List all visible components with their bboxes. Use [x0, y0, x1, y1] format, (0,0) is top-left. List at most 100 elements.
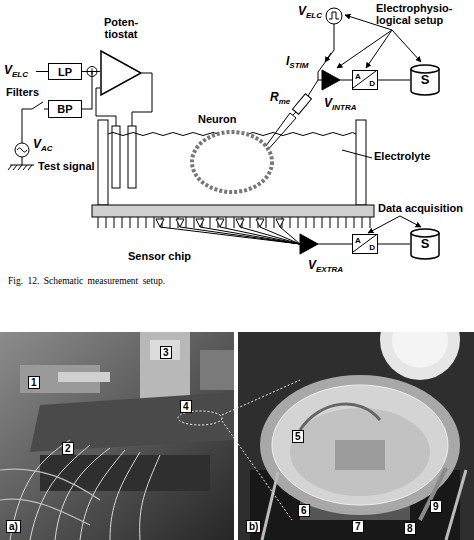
storage-rim [411, 69, 439, 73]
bath-and-electrodes [128, 126, 136, 188]
photo-panel-b [290, 408, 430, 496]
signal-wire [82, 71, 100, 72]
sensor-chip [196, 219, 204, 227]
sensor-chip [176, 219, 184, 227]
intracellular-setup [293, 112, 296, 115]
signal-name: ISTIM [286, 54, 308, 73]
callout-number: 2 [62, 442, 74, 455]
photo-panel-a [0, 469, 100, 525]
signal-wiring [89, 69, 95, 75]
node-label: BP [57, 103, 72, 115]
component-label: Data acquisition [378, 202, 463, 214]
photo-panel-a [200, 350, 234, 390]
sensor-chip [236, 219, 244, 227]
sensor-chip [160, 227, 300, 244]
intracellular-setup [318, 24, 334, 80]
photo-panel-b [420, 468, 446, 520]
bath-and-electrodes [356, 120, 366, 205]
signal-wiring [32, 102, 43, 109]
sensor-chip [368, 216, 400, 233]
callout-number: 7 [352, 520, 364, 533]
signal-wiring [87, 67, 97, 77]
sensor-chip [400, 216, 421, 227]
intracellular-setup [337, 30, 392, 68]
signal-name: VELC [298, 4, 322, 23]
component-label: Filters [6, 86, 39, 98]
photo-panel-a [58, 372, 110, 382]
intracellular-setup [340, 80, 352, 81]
sensor-chip [300, 234, 318, 254]
component-label: Rme [270, 90, 290, 109]
component-label: Electrophysio- logical setup [376, 2, 472, 26]
filter-box: BP [48, 100, 82, 118]
signal-wiring [8, 165, 32, 170]
sensor-chip [92, 205, 421, 254]
panel-label: a) [6, 520, 21, 533]
converter-mark: D [369, 243, 375, 252]
signal-wire [82, 72, 100, 110]
photo-panel-a [140, 332, 190, 400]
node-label: Poten- tiostat [94, 16, 148, 40]
signal-wiring [22, 157, 23, 165]
callout-number: 4 [180, 400, 192, 413]
intracellular-setup [318, 80, 322, 81]
zoom-line [222, 380, 300, 520]
intracellular-setup [326, 8, 342, 24]
panel-label: b) [246, 520, 261, 533]
signal-name: VAC [33, 137, 53, 156]
signal-wiring [132, 73, 152, 126]
callout-number: 6 [298, 504, 310, 517]
node-label: Neuron [198, 113, 237, 125]
neuron-cell: Neuron [190, 130, 274, 194]
intracellular-setup [263, 8, 421, 152]
photo-panel-b [335, 440, 385, 470]
node-label: S [421, 74, 430, 86]
bath-and-electrodes [98, 120, 108, 205]
bath-and-electrodes [98, 120, 372, 205]
photo-panel-a [178, 411, 222, 425]
signal-wiring [17, 148, 27, 152]
sensor-chip [156, 219, 164, 227]
photo-panel-a [150, 340, 180, 360]
callout-number: 1 [28, 376, 40, 389]
photo-panel-b [238, 332, 474, 540]
intracellular-setup [392, 30, 421, 62]
photo-panel-a [0, 332, 234, 540]
signal-wiring [22, 109, 32, 143]
converter-diagonal [353, 235, 376, 252]
sensor-chip [94, 217, 372, 228]
sensor-chip [156, 219, 284, 227]
signal-name: VEXTRA [308, 258, 343, 277]
signal-wire [378, 244, 410, 245]
node-label: S [421, 238, 430, 250]
signal-name: VINTRA [324, 96, 356, 115]
sensor-chip [276, 219, 284, 227]
bath-and-electrodes [342, 150, 372, 158]
photo-panel-b [392, 332, 448, 368]
intracellular-setup [308, 80, 318, 96]
ad-converter: AD [352, 234, 378, 254]
converter-diagonal [353, 71, 376, 88]
potentiostat-amplifier: Poten- tiostat [100, 50, 142, 96]
storage-rim [411, 233, 439, 237]
storage-cylinder: S [410, 64, 440, 96]
storage-body [411, 229, 439, 259]
converter-mark: A [355, 236, 361, 245]
amplifier-triangle [101, 51, 141, 95]
neuron-cell-outline [190, 130, 274, 194]
signal-wiring [36, 71, 48, 72]
photo-panel-b [300, 404, 380, 430]
component-label: Electrolyte [374, 150, 430, 162]
node-label: LP [58, 66, 72, 78]
photo-panel-a [30, 392, 234, 452]
photo-panel-a [0, 332, 234, 540]
callout-number: 9 [430, 500, 442, 513]
converter-mark: D [369, 79, 375, 88]
callout-number: 3 [160, 346, 172, 359]
sensor-chip [92, 205, 374, 217]
storage-body [411, 65, 439, 95]
sensor-chip [256, 219, 264, 227]
